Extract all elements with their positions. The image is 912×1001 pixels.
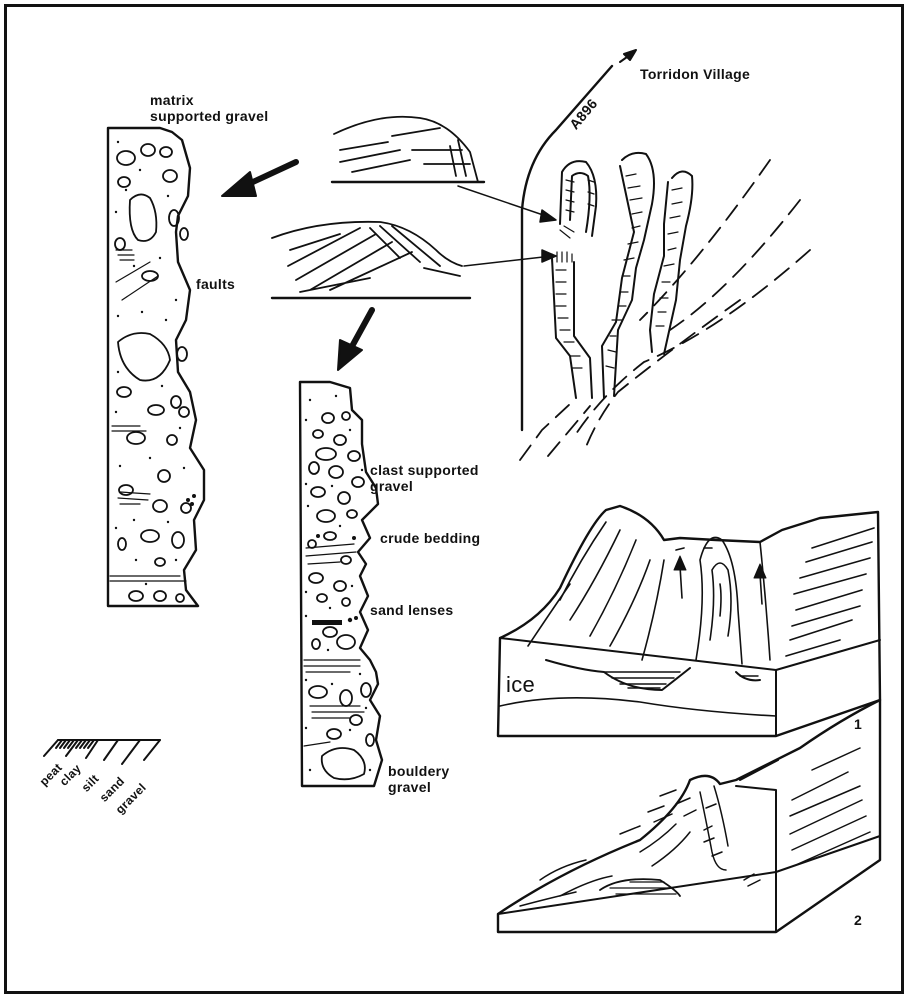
esker-map [520,50,810,460]
block-diagram-1-number: 1 [854,716,862,732]
clast-gravel-log [300,382,382,786]
faults-label: faults [196,276,235,292]
lower-ridge-section [272,222,470,298]
crude-bedding-label: crude bedding [380,530,480,546]
matrix-gravel-label-line1: matrix [150,92,194,108]
grain-size-scale [44,740,160,764]
clast-gravel-label-line1: clast supported [370,462,479,478]
ice-label: ice [506,677,535,693]
clast-gravel-label-line2: gravel [370,478,413,494]
bouldery-gravel-label-line1: bouldery [388,763,450,779]
matrix-gravel-label-line2: supported gravel [150,108,268,124]
bouldery-gravel-label-line2: gravel [388,779,431,795]
block-diagram-1 [498,506,880,736]
arrow-to-matrix-log [222,162,296,196]
village-label: Torridon Village [640,66,750,82]
arrow-to-clast-log [338,310,372,370]
leader-arrows [458,186,556,266]
sand-lenses-label: sand lenses [370,602,453,618]
block-diagram-2-number: 2 [854,912,862,928]
upper-ridge-section [332,117,484,182]
matrix-gravel-log [108,128,204,606]
